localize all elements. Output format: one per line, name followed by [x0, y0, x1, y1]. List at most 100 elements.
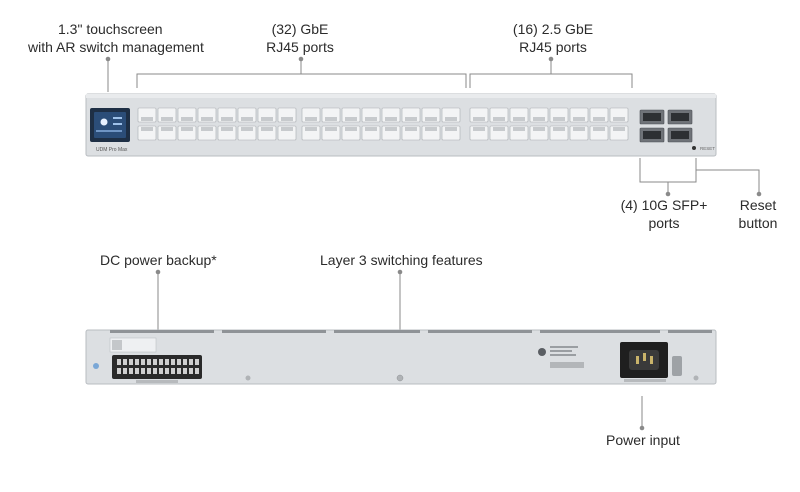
sfp-port[interactable]: [639, 127, 665, 143]
sfp-ports-label: (4) 10G SFP+ ports: [612, 196, 716, 232]
rj45-port[interactable]: [361, 107, 381, 123]
rj45-port[interactable]: [401, 107, 421, 123]
sfp-port[interactable]: [639, 109, 665, 125]
rj45-port[interactable]: [569, 125, 589, 141]
rj45-port[interactable]: [361, 125, 381, 141]
rj45-port[interactable]: [489, 125, 509, 141]
dc-power-connector[interactable]: [112, 355, 202, 379]
rj45-port[interactable]: [197, 125, 217, 141]
rear-screw-icon: [693, 375, 699, 381]
dc-pin: [171, 368, 175, 374]
rj45-port[interactable]: [609, 125, 629, 141]
power-cable-clip: [672, 356, 682, 376]
rj45-port[interactable]: [341, 125, 361, 141]
rj45-port[interactable]: [237, 125, 257, 141]
rj45-port[interactable]: [509, 107, 529, 123]
rj45-port[interactable]: [489, 107, 509, 123]
dc-pin: [183, 368, 187, 374]
dc-pin: [117, 359, 121, 365]
reset-button-label: Reset button: [726, 196, 790, 232]
ports-2-5gbe-label: (16) 2.5 GbE RJ45 ports: [498, 20, 608, 56]
rj45-port[interactable]: [321, 107, 341, 123]
dc-pin: [153, 359, 157, 365]
gbe-ports-label: (32) GbE RJ45 ports: [250, 20, 350, 56]
touchscreen-label-line2: with AR switch management: [28, 39, 204, 55]
rj45-port[interactable]: [177, 125, 197, 141]
dc-pin: [183, 359, 187, 365]
rj45-port[interactable]: [137, 125, 157, 141]
ground-indicator-icon: [93, 363, 99, 369]
rj45-port[interactable]: [157, 107, 177, 123]
rj45-port[interactable]: [609, 107, 629, 123]
rj45-port[interactable]: [589, 125, 609, 141]
rj45-port[interactable]: [237, 107, 257, 123]
touchscreen-label: 1.3" touchscreen with AR switch manageme…: [28, 20, 204, 56]
rj45-port[interactable]: [441, 107, 461, 123]
rj45-port[interactable]: [549, 107, 569, 123]
rj45-port[interactable]: [589, 107, 609, 123]
dc-pin: [123, 359, 127, 365]
gbe-ports-label-line2: RJ45 ports: [266, 39, 334, 55]
rj45-port[interactable]: [321, 125, 341, 141]
reset-button-label-line2: button: [738, 215, 778, 231]
rj45-port[interactable]: [217, 107, 237, 123]
rj45-port[interactable]: [301, 107, 321, 123]
rj45-port[interactable]: [257, 107, 277, 123]
rj45-port[interactable]: [137, 107, 157, 123]
dc-pin: [177, 368, 181, 374]
rj45-port[interactable]: [277, 125, 297, 141]
dc-pin: [165, 359, 169, 365]
gbe-ports-label-line1: (32) GbE: [271, 21, 329, 37]
front-callout-lines: [107, 60, 760, 428]
dc-pin: [159, 368, 163, 374]
dc-pin: [153, 368, 157, 374]
dc-connector-pins: [117, 359, 199, 374]
dc-pin: [135, 368, 139, 374]
rj45-port[interactable]: [441, 125, 461, 141]
rj45-port[interactable]: [529, 125, 549, 141]
dc-pin: [141, 368, 145, 374]
gbe-port-block: [137, 107, 461, 141]
front-model-badge: UDM Pro Max: [96, 147, 128, 153]
dc-pin: [147, 359, 151, 365]
ports-2-5gbe-label-line1: (16) 2.5 GbE: [512, 21, 594, 37]
dc-pin: [147, 368, 151, 374]
rj45-port[interactable]: [341, 107, 361, 123]
rj45-port[interactable]: [381, 125, 401, 141]
rj45-port[interactable]: [301, 125, 321, 141]
reset-button[interactable]: [692, 146, 696, 150]
rj45-port[interactable]: [421, 125, 441, 141]
rj45-port[interactable]: [277, 107, 297, 123]
rj45-port[interactable]: [529, 107, 549, 123]
rj45-port[interactable]: [569, 107, 589, 123]
rj45-port[interactable]: [421, 107, 441, 123]
dc-pin: [189, 359, 193, 365]
sfp-ports-label-line1: (4) 10G SFP+: [620, 197, 708, 213]
dc-pin: [129, 368, 133, 374]
sfp-port[interactable]: [667, 109, 693, 125]
rear-panel: [85, 329, 717, 385]
screen-logo-icon: [100, 118, 108, 126]
front-panel: UDM Pro Max RESET: [85, 93, 717, 157]
dc-pin: [195, 368, 199, 374]
dc-pin: [129, 359, 133, 365]
rj45-port[interactable]: [469, 107, 489, 123]
dc-power-label: DC power backup*: [100, 252, 217, 268]
reset-button-label-line1: Reset: [739, 197, 777, 213]
rj45-port[interactable]: [381, 107, 401, 123]
dc-pin: [141, 359, 145, 365]
rj45-port[interactable]: [509, 125, 529, 141]
rj45-port[interactable]: [469, 125, 489, 141]
rj45-port[interactable]: [549, 125, 569, 141]
dc-pin: [177, 359, 181, 365]
rj45-port[interactable]: [197, 107, 217, 123]
rj45-port[interactable]: [217, 125, 237, 141]
rj45-port[interactable]: [257, 125, 277, 141]
reset-tag: RESET: [700, 146, 715, 151]
sfp-ports-label-line2: ports: [648, 215, 680, 231]
rj45-port[interactable]: [401, 125, 421, 141]
rj45-port[interactable]: [177, 107, 197, 123]
rear-screw-icon: [396, 374, 404, 382]
sfp-port[interactable]: [667, 127, 693, 143]
rj45-port[interactable]: [157, 125, 177, 141]
